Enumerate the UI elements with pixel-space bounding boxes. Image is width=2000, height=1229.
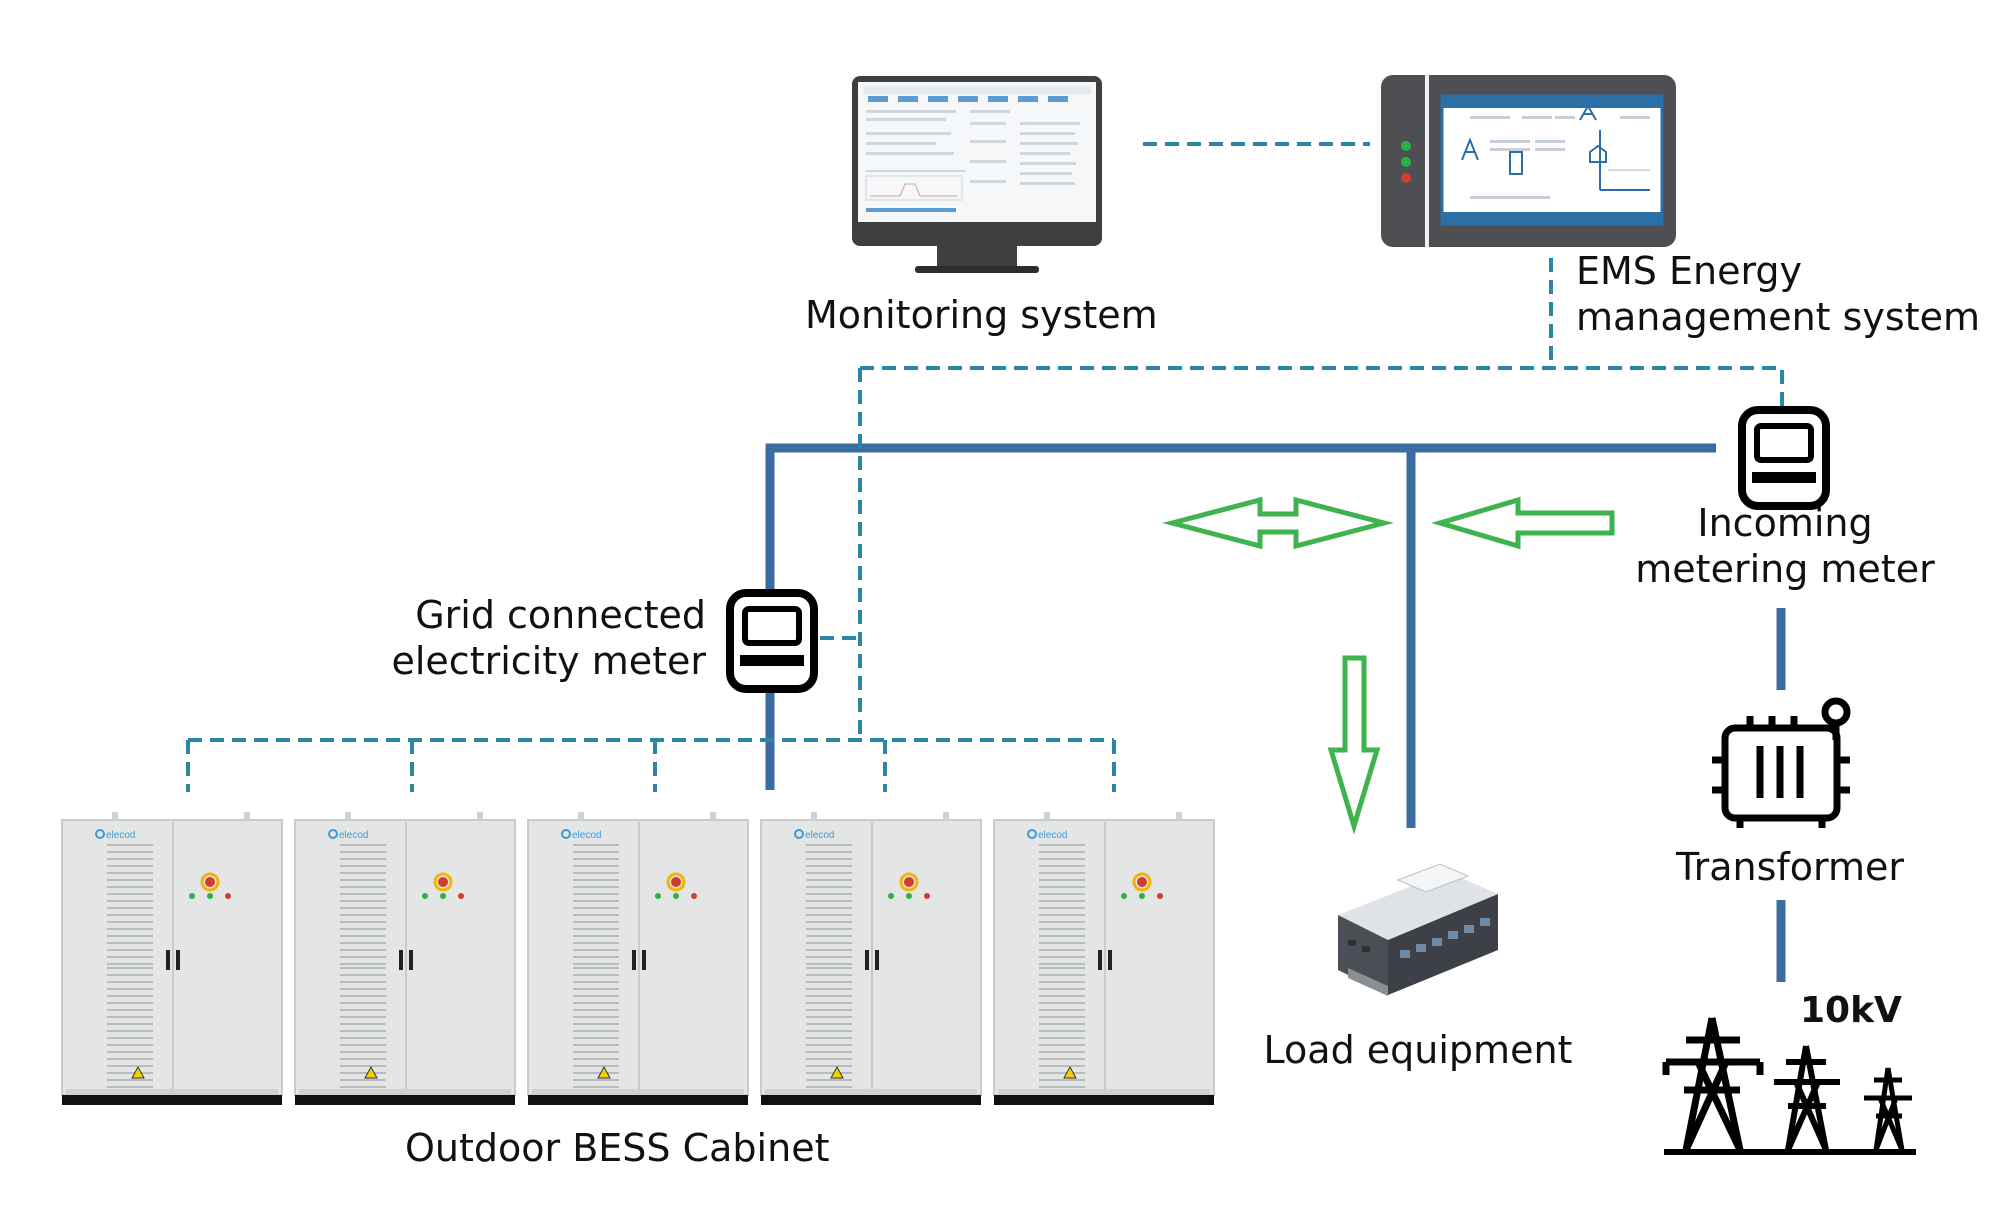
cabinet-brand-label: elecod <box>805 830 834 841</box>
left-arrow <box>1431 496 1615 550</box>
bess-cabinet-icon: elecod <box>527 812 749 1105</box>
ems-label-line2: management system <box>1576 295 1981 339</box>
pylon-medium <box>1774 1045 1840 1152</box>
power-pylon-icon <box>1662 1017 1916 1155</box>
cabinet-brand-label: elecod <box>1038 830 1067 841</box>
bess-cabinet-icon: elecod <box>294 812 516 1105</box>
down-arrow <box>1327 655 1381 835</box>
voltage-label: 10kV <box>1800 990 1902 1031</box>
bess-cabinet-icon: elecod <box>61 812 283 1105</box>
monitoring-system-label: Monitoring system <box>805 293 1158 337</box>
comm-line-horizontal <box>860 366 1784 408</box>
cabinet-brand-label: elecod <box>572 830 601 841</box>
bess-cabinet-icon: elecod <box>760 812 982 1105</box>
bess-cabinet-row: elecod elecod elecod elecod elecod <box>61 812 1215 1105</box>
monitor-icon <box>852 76 1102 273</box>
grid-meter-label-line2: electricity meter <box>391 639 706 683</box>
load-equipment-label: Load equipment <box>1263 1028 1573 1072</box>
grid-meter-label-line1: Grid connected <box>415 593 706 637</box>
flow-arrows <box>1162 496 1615 835</box>
building-icon <box>1338 863 1498 996</box>
bess-cabinet-icon: elecod <box>993 812 1215 1105</box>
transformer-label: Transformer <box>1675 845 1905 889</box>
pylon-large <box>1662 1017 1764 1152</box>
pylon-small <box>1864 1067 1912 1151</box>
cabinet-brand-label: elecod <box>339 830 368 841</box>
cabinet-brand-label: elecod <box>106 830 135 841</box>
bess-cabinet-label: Outdoor BESS Cabinet <box>405 1126 830 1170</box>
incoming-meter-label-line1: Incoming <box>1697 501 1873 545</box>
transformer-icon <box>1712 697 1851 828</box>
comm-lines <box>186 142 1784 792</box>
bidirectional-arrow <box>1162 496 1394 550</box>
incoming-meter-label-line2: metering meter <box>1635 547 1935 591</box>
ems-controller-icon <box>1381 75 1676 247</box>
ems-label-line1: EMS Energy <box>1576 249 1803 293</box>
